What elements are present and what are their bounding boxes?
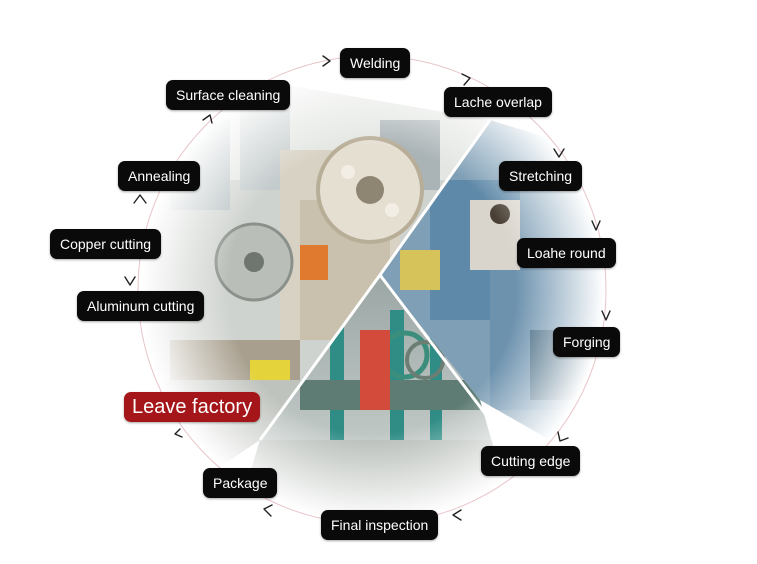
chevron-arrow-icon	[263, 504, 273, 517]
chevron-arrow-icon	[591, 220, 601, 231]
chevron-arrow-icon	[174, 428, 183, 438]
step-package: Package	[203, 468, 278, 498]
chevron-arrow-icon	[133, 194, 147, 204]
step-cutting-edge: Cutting edge	[481, 446, 581, 476]
step-annealing: Annealing	[118, 161, 201, 191]
chevron-arrow-icon	[124, 276, 136, 286]
chevron-arrow-icon	[601, 310, 611, 321]
chevron-arrow-icon	[461, 73, 471, 86]
step-stretching: Stretching	[499, 161, 583, 191]
step-surface-cleaning: Surface cleaning	[166, 80, 291, 110]
chevron-arrow-icon	[452, 509, 462, 521]
chevron-arrow-icon	[553, 148, 565, 158]
step-aluminum-cutting: Aluminum cutting	[77, 291, 205, 321]
step-leave-factory: Leave factory	[124, 392, 261, 422]
chevron-arrow-icon	[322, 55, 331, 67]
chevron-arrow-icon	[557, 431, 569, 442]
step-loahe-round: Loahe round	[517, 238, 616, 268]
step-copper-cutting: Copper cutting	[50, 229, 162, 259]
step-final-inspection: Final inspection	[321, 510, 439, 540]
chevron-arrow-icon	[202, 114, 213, 124]
step-welding: Welding	[340, 48, 411, 78]
step-lache-overlap: Lache overlap	[444, 87, 552, 117]
step-forging: Forging	[553, 327, 621, 357]
